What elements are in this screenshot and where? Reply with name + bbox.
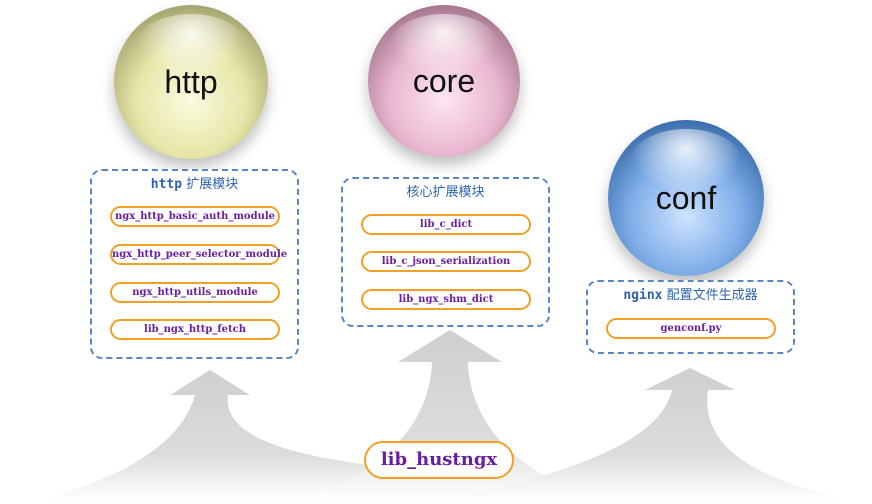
lib-hustngx-base: lib_hustngx bbox=[364, 441, 514, 479]
core-module-group: 核心扩展模块 lib_c_dict lib_c_json_serializati… bbox=[341, 177, 550, 327]
conf-group-title-text: 配置文件生成器 bbox=[662, 288, 758, 303]
core-sphere-label: core bbox=[412, 62, 476, 99]
core-group-title: 核心扩展模块 bbox=[343, 183, 548, 203]
conf-sphere-label: conf bbox=[655, 179, 717, 216]
arrow-to-core bbox=[300, 330, 600, 500]
core-group-title-text: 核心扩展模块 bbox=[406, 185, 485, 200]
http-group-title-keyword: http bbox=[150, 177, 183, 192]
http-group-title-text: 扩展模块 bbox=[182, 177, 239, 192]
module-lib-ngx-shm-dict: lib_ngx_shm_dict bbox=[361, 289, 531, 310]
conf-sphere: conf bbox=[608, 120, 764, 276]
core-sphere: core bbox=[368, 5, 520, 157]
conf-module-group: nginx 配置文件生成器 genconf.py bbox=[586, 280, 795, 354]
module-lib-ngx-http-fetch: lib_ngx_http_fetch bbox=[110, 319, 280, 340]
module-ngx-http-utils: ngx_http_utils_module bbox=[110, 282, 280, 303]
module-lib-c-dict: lib_c_dict bbox=[361, 214, 531, 235]
module-lib-c-json-serialization: lib_c_json_serialization bbox=[361, 251, 531, 272]
http-module-group: http 扩展模块 ngx_http_basic_auth_module ngx… bbox=[90, 169, 299, 359]
module-ngx-http-peer-selector: ngx_http_peer_selector_module bbox=[110, 244, 287, 265]
http-sphere: http bbox=[114, 5, 268, 159]
conf-group-title-keyword: nginx bbox=[623, 288, 663, 303]
module-ngx-http-basic-auth: ngx_http_basic_auth_module bbox=[110, 206, 280, 227]
conf-group-title: nginx 配置文件生成器 bbox=[588, 286, 793, 306]
http-group-title: http 扩展模块 bbox=[92, 175, 297, 195]
module-genconf-py: genconf.py bbox=[606, 318, 776, 339]
arrow-to-conf bbox=[450, 368, 850, 500]
http-sphere-label: http bbox=[164, 63, 218, 100]
arrow-to-http bbox=[40, 370, 430, 500]
